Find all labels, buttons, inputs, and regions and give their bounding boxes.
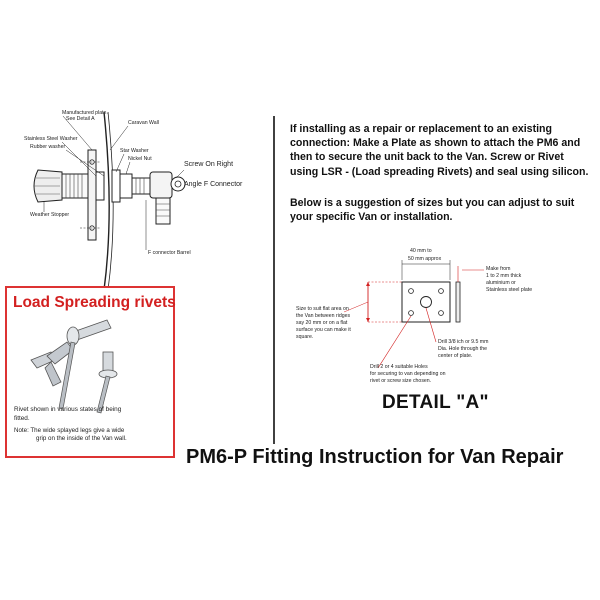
right-angle-connector-icon	[149, 171, 186, 225]
instructions-line: then to secure the unit back to the Van.…	[290, 151, 564, 164]
instructions-paragraph-1: If installing as a repair or replacement…	[290, 122, 595, 179]
detail-size-3: say 20 mm or on a flat	[296, 320, 348, 326]
detail-thickness-1: Make from	[486, 266, 511, 272]
label-see-detail-a: See Detail A	[66, 116, 95, 122]
detail-holes-3: rivet or screw size chosen.	[370, 378, 431, 384]
caravan-wall	[103, 111, 110, 291]
instructions-paragraph-2: Below is a suggestion of sizes but you c…	[290, 196, 595, 224]
connector-body	[61, 169, 151, 203]
detail-plate-side	[455, 281, 461, 323]
label-nickel-nut: Nickel Nut	[128, 156, 152, 162]
label-stainless-washer: Stainless Steel Washer	[24, 136, 78, 142]
rivets-note-line-2: grip on the inside of the Van wall.	[36, 435, 127, 443]
splayed-rivet-icon	[30, 341, 74, 387]
label-screw-on-1: Screw On Right	[184, 161, 233, 168]
detail-width-1: 40 mm to	[410, 248, 432, 254]
instructions-line: your specific Van or installation.	[290, 211, 453, 224]
rivets-caption: Rivet shown in various states of being f…	[14, 406, 164, 423]
detail-thickness-4: Stainless steel plate	[486, 287, 532, 293]
detail-thickness-3: aluminium or	[486, 280, 516, 286]
rivets-illustration	[30, 319, 118, 414]
label-star-washer: Star Washer	[120, 148, 149, 154]
instructions-line: If installing as a repair or replacement…	[290, 123, 552, 135]
label-manufactured-plate: Manufactured plate.	[62, 110, 108, 116]
instructions-line: connection: Make a Plate as shown to att…	[290, 137, 581, 150]
rivet-icon-1	[58, 319, 112, 410]
rivets-caption-line-2: fitted.	[14, 414, 30, 422]
rivets-note-line-1: Note: The wide splayed legs give a wide	[14, 427, 125, 434]
detail-size-2: the Van between ridges	[296, 313, 351, 319]
detail-drill-2: Dia. Hole through the	[438, 346, 487, 352]
rivets-panel: Load Spreading rivets Rivet shown in var…	[5, 286, 176, 458]
detail-thickness-2: 1 to 2 mm thick	[486, 273, 522, 279]
detail-size-5: square.	[296, 334, 313, 340]
detail-size-4: surface you can make it	[296, 327, 351, 333]
detail-a-drawing: 40 mm to 50 mm approx Make from 1 to 2 m…	[296, 248, 532, 384]
label-screw-on-2: Angle F Connector	[184, 181, 243, 188]
label-caravan-wall: Caravan Wall	[128, 120, 159, 126]
label-connector-barrel: F connector Barrel	[148, 250, 191, 256]
detail-drill-3: center of plate.	[438, 353, 472, 359]
instructions-line: using LSR - (Load spreading Rivets) and …	[290, 165, 589, 178]
detail-holes-2: for securing to van depending on	[370, 371, 446, 377]
detail-width-2: 50 mm approx	[408, 256, 442, 262]
label-weather-stopper: Weather Stopper	[30, 212, 69, 218]
rivets-title: Load Spreading rivets	[13, 294, 176, 311]
detail-a-title: DETAIL "A"	[382, 392, 489, 413]
rivets-caption-line-1: Rivet shown in various states of being	[14, 406, 122, 413]
instructions-line: Below is a suggestion of sizes but you c…	[290, 197, 575, 209]
label-rubber-washer: Rubber washer	[30, 144, 65, 150]
rivets-note: Note: The wide splayed legs give a wide …	[14, 427, 172, 443]
detail-size-1: Size to suit flat area on	[296, 306, 349, 312]
detail-holes-1: Drill 2 or 4 suitable Holes	[370, 364, 428, 370]
page-title: PM6-P Fitting Instruction for Van Repair	[186, 446, 564, 468]
rivet-icon-2	[96, 351, 118, 414]
weather-stopper-icon	[33, 169, 63, 203]
detail-drill-1: Drill 3/8 ich or 9.5 mm	[438, 339, 488, 345]
